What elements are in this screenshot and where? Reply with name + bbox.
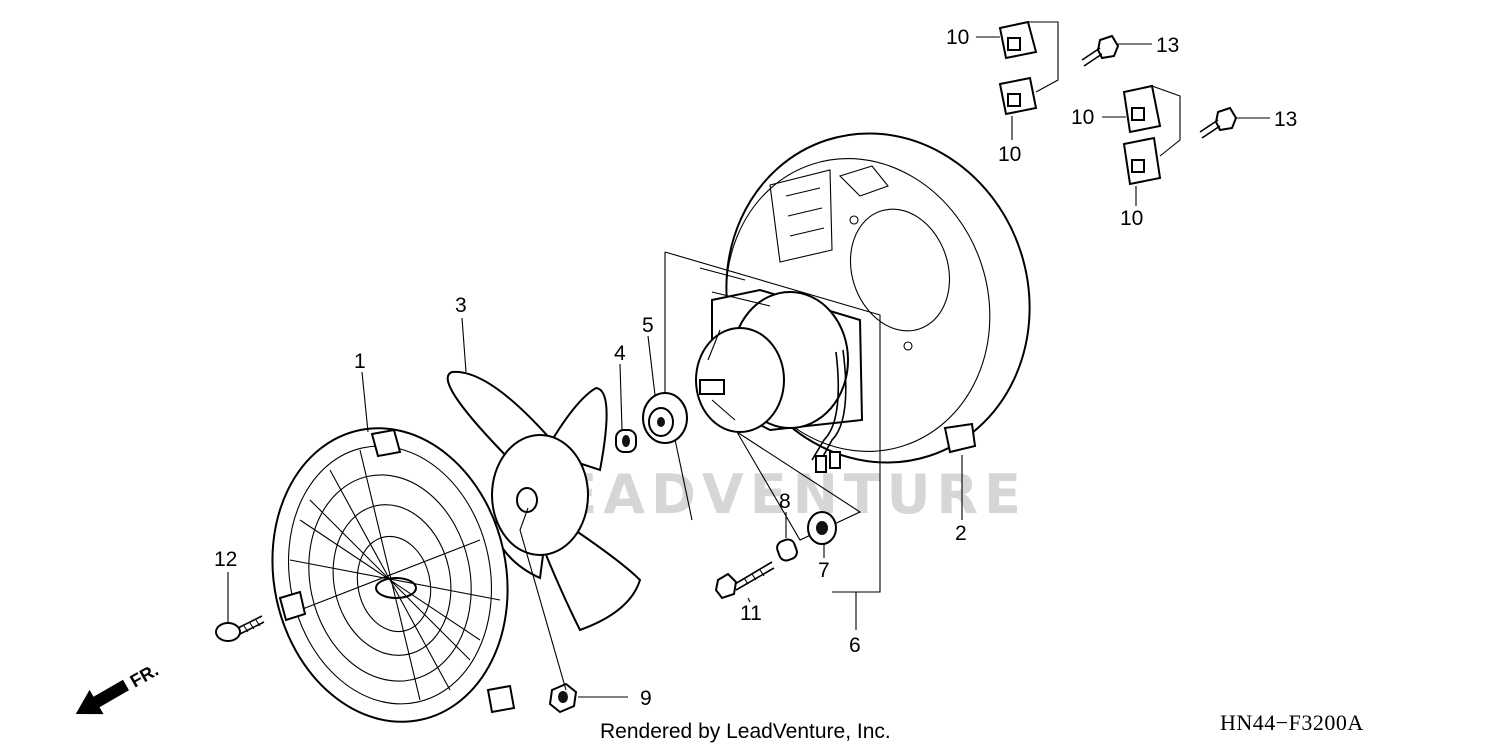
callout-6: 6 [849,634,861,657]
flange-bolt [714,561,775,600]
tapping-screw [215,615,265,642]
callout-4: 4 [614,342,626,365]
grommet [807,511,837,545]
callout-13-a: 13 [1156,34,1179,57]
callout-1: 1 [354,350,366,373]
watermark-text: LEADVENTURE [520,463,1027,526]
spacer [615,429,637,453]
callout-10-c: 10 [1071,106,1094,129]
screw-upper [1081,34,1120,67]
callout-10-d: 10 [1120,207,1143,230]
fan-motor [664,251,881,593]
callout-10-a: 10 [946,26,969,49]
collar [776,538,798,562]
callout-12: 12 [214,548,237,571]
direction-label: FR. [127,660,162,692]
callout-7: 7 [818,559,830,582]
callout-13-b: 13 [1274,108,1297,131]
callout-3: 3 [455,294,467,317]
fan-guard [271,427,516,723]
callout-5: 5 [642,314,654,337]
motor-collar [642,392,688,444]
callout-11: 11 [740,602,762,625]
clip-nuts-upper [998,20,1059,116]
callout-labels: 1 2 3 4 5 6 7 8 9 10 10 10 10 11 12 13 1… [214,26,1297,710]
front-direction-arrow: FR. [75,660,162,715]
drawing-code: HN44−F3200A [1220,710,1364,735]
callout-10-b: 10 [998,143,1021,166]
fan-blade [446,370,642,632]
flange-nut [548,682,578,714]
render-credit: Rendered by LeadVenture, Inc. [600,720,891,743]
callout-9: 9 [640,687,652,710]
callout-2: 2 [955,522,967,545]
screw-lower [1199,106,1238,139]
clip-nuts-lower [1122,84,1181,186]
leader-lines [227,36,1270,698]
callout-8: 8 [779,490,791,513]
